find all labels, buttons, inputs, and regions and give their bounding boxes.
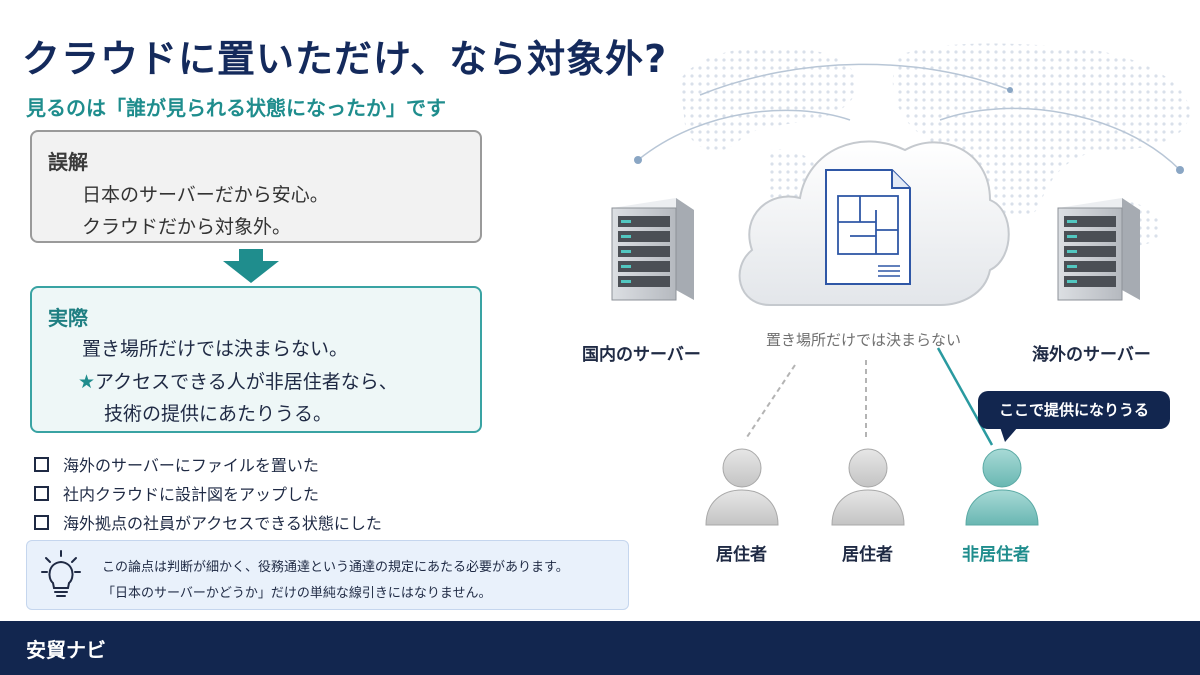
- reality-line-starred: ★アクセスできる人が非居住者なら、: [78, 367, 398, 394]
- note-box: この論点は判断が細かく、役務通達という通達の規定にあたる必要があります。 「日本…: [26, 540, 629, 610]
- reality-heading: 実際: [48, 306, 88, 330]
- reality-box: 実際 置き場所だけでは決まらない。 ★アクセスできる人が非居住者なら、 技術の提…: [30, 286, 482, 433]
- checklist-item: 海外拠点の社員がアクセスできる状態にした: [34, 510, 382, 534]
- reality-line: 技術の提供にあたりうる。: [104, 403, 333, 425]
- checklist-item: 海外のサーバーにファイルを置いた: [34, 452, 319, 476]
- person-label: 居住者: [842, 545, 893, 565]
- server-icon-overseas: [1057, 198, 1140, 301]
- reality-line-text: アクセスできる人が非居住者なら、: [95, 371, 398, 393]
- checkbox-icon: [34, 514, 49, 530]
- checklist-item-label: 海外拠点の社員がアクセスできる状態にした: [63, 514, 382, 533]
- domestic-server-label: 国内のサーバー: [582, 345, 701, 365]
- speech-bubble: ここで提供になりうる: [978, 391, 1170, 429]
- checkbox-icon: [34, 485, 49, 501]
- misconception-line: 日本のサーバーだから安心。: [82, 184, 329, 206]
- checkbox-icon: [34, 456, 49, 472]
- person-label: 居住者: [716, 545, 767, 565]
- cloud-access-diagram: [611, 43, 1190, 526]
- lightbulb-icon: [41, 550, 81, 597]
- cloud-caption: 置き場所だけでは決まらない: [766, 331, 962, 349]
- misconception-box: 誤解 日本のサーバーだから安心。 クラウドだから対象外。: [30, 130, 482, 243]
- checklist-item-label: 社内クラウドに設計図をアップした: [63, 485, 320, 504]
- person-icon: [705, 448, 779, 526]
- misconception-heading: 誤解: [48, 150, 88, 174]
- checklist-item: 社内クラウドに設計図をアップした: [34, 481, 319, 505]
- note-line: この論点は判断が細かく、役務通達という通達の規定にあたる必要があります。: [102, 560, 569, 575]
- reality-line: 置き場所だけでは決まらない。: [82, 338, 349, 360]
- page-title: クラウドに置いただけ、なら対象外?: [22, 37, 668, 81]
- star-icon: ★: [78, 371, 96, 393]
- blueprint-document-icon: [825, 169, 911, 285]
- page-subtitle: 見るのは「誰が見られる状態になったか」です: [26, 96, 446, 120]
- misconception-line: クラウドだから対象外。: [82, 216, 292, 238]
- checklist-item-label: 海外のサーバーにファイルを置いた: [63, 456, 319, 475]
- footer-bar: 安貿ナビ: [0, 621, 1200, 675]
- down-arrow-icon: [223, 249, 279, 283]
- person-icon-highlighted: [965, 448, 1039, 526]
- overseas-server-label: 海外のサーバー: [1032, 345, 1151, 365]
- person-label-highlighted: 非居住者: [962, 545, 1030, 565]
- note-line: 「日本のサーバーかどうか」だけの単純な線引きにはなりません。: [102, 586, 492, 601]
- person-icon: [831, 448, 905, 526]
- server-icon-domestic: [611, 198, 694, 301]
- brand-logo-text: 安貿ナビ: [26, 638, 106, 662]
